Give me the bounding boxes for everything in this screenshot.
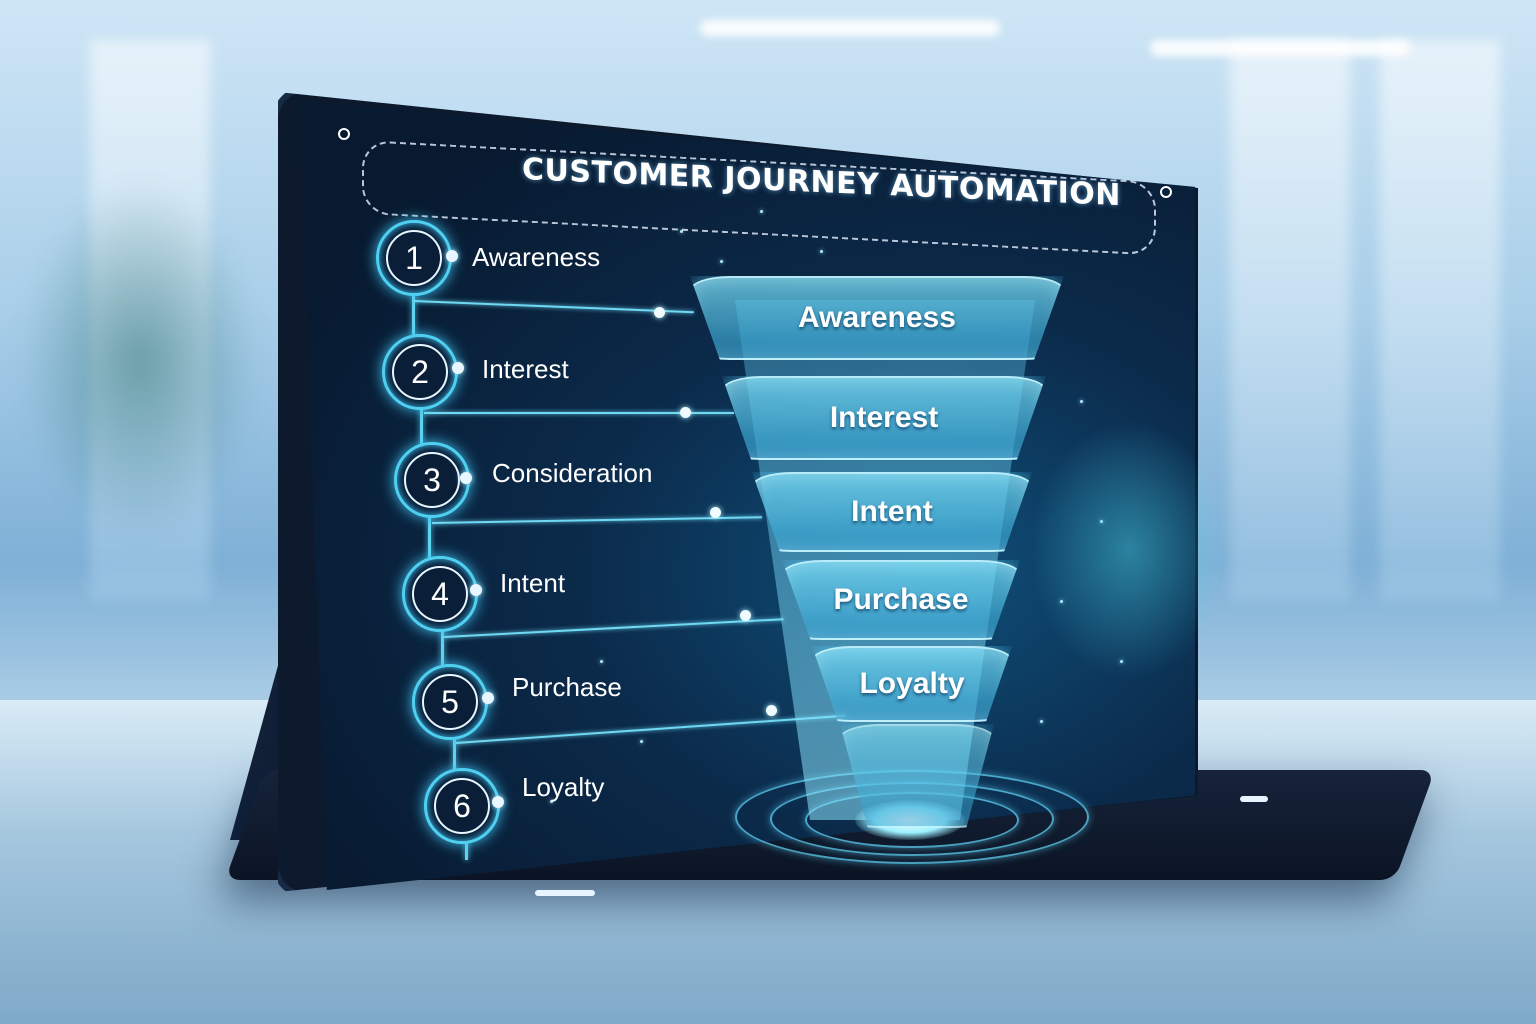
step-dot	[460, 472, 472, 484]
funnel-tier-purchase[interactable]: Purchase	[782, 560, 1020, 640]
step-number-badge: 5	[412, 664, 488, 740]
funnel-tier-label: Awareness	[798, 301, 956, 334]
funnel-tier-base	[840, 724, 994, 828]
connector-dot	[766, 705, 777, 716]
timeline-line	[428, 510, 431, 565]
connector-dot	[654, 307, 665, 318]
status-indicator-icon	[1160, 186, 1172, 198]
funnel-tier-label: Interest	[829, 401, 939, 434]
particle-cloud	[1030, 420, 1230, 680]
timeline-line	[453, 728, 456, 773]
funnel-tier-label: Purchase	[833, 583, 969, 616]
step-number: 4	[412, 566, 468, 622]
step-label: Awareness	[472, 242, 601, 272]
step-dot	[492, 796, 504, 808]
step-dot	[452, 362, 464, 374]
step-number-badge: 4	[402, 556, 478, 632]
timeline-line	[441, 625, 444, 670]
plant	[20, 180, 260, 540]
window	[1230, 40, 1350, 600]
step-number-badge: 2	[382, 334, 458, 410]
step-number: 2	[392, 344, 448, 400]
funnel-tier-interest[interactable]: Interest	[722, 376, 1046, 460]
timeline-line	[420, 405, 423, 455]
step-dot	[446, 250, 458, 262]
timeline-line	[412, 290, 415, 350]
step-label: Interest	[482, 354, 569, 384]
funnel-tier-awareness[interactable]: Awareness	[690, 276, 1064, 360]
step-label: Purchase	[512, 672, 622, 702]
step-label: Intent	[500, 568, 566, 598]
step-number: 5	[422, 674, 478, 730]
step-number-badge: 6	[424, 768, 500, 844]
funnel-tier-label: Intent	[851, 495, 933, 528]
ceiling-light	[700, 20, 1000, 36]
funnel-tier-loyalty[interactable]: Loyalty	[812, 646, 1012, 722]
timeline-line	[465, 830, 468, 860]
step-number: 6	[434, 778, 490, 834]
funnel-tier-label: Loyalty	[859, 667, 965, 700]
step-number: 3	[404, 452, 460, 508]
step-dot	[482, 692, 494, 704]
funnel-tier-intent[interactable]: Intent	[752, 472, 1032, 552]
connector-dot	[710, 507, 721, 518]
step-label: Loyalty	[522, 772, 605, 802]
step-number-badge: 3	[394, 442, 470, 518]
step-dot	[470, 584, 482, 596]
base-indicator	[1240, 796, 1268, 802]
power-icon[interactable]	[338, 128, 350, 140]
connector-line	[424, 412, 734, 414]
step-number-badge: 1	[376, 220, 452, 296]
connector-dot	[740, 610, 751, 621]
window	[1380, 40, 1500, 600]
step-label: Consideration	[492, 458, 653, 488]
base-indicator	[535, 890, 595, 896]
step-number: 1	[386, 230, 442, 286]
connector-dot	[680, 407, 691, 418]
